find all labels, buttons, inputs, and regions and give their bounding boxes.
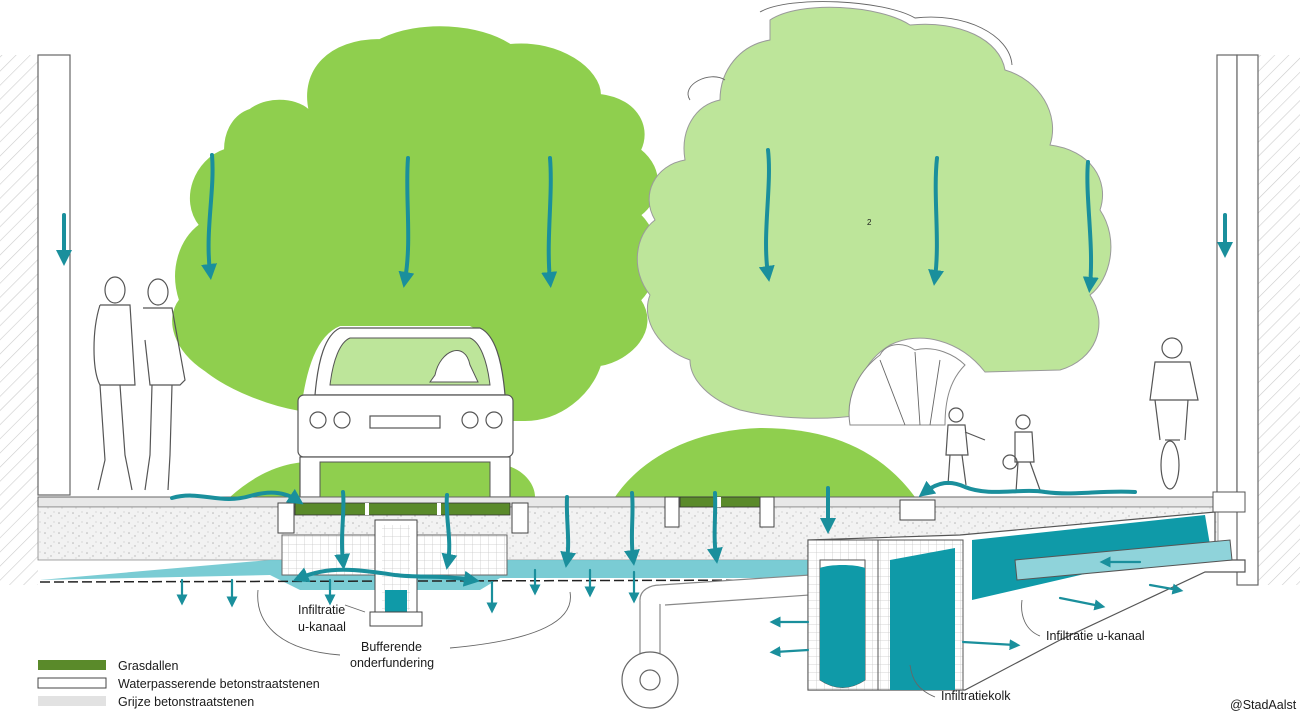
credit-text: @StadAalst bbox=[1230, 698, 1297, 712]
pedestrians bbox=[93, 276, 186, 491]
legend-swatch-grijze bbox=[38, 696, 106, 706]
tree-marker: 2 bbox=[867, 218, 872, 227]
legend-label-waterpasserende: Waterpasserende betonstraatstenen bbox=[118, 677, 320, 691]
tree-canopy-dark bbox=[172, 26, 658, 421]
car bbox=[297, 327, 514, 498]
children bbox=[945, 407, 1041, 493]
right-facade bbox=[1216, 54, 1238, 496]
label-infiltratie-ukanaal-right: Infiltratie u-kanaal bbox=[1046, 629, 1145, 643]
grasdallen-left bbox=[294, 502, 511, 516]
rain-arrows bbox=[56, 148, 1233, 293]
infiltratiekolk-system bbox=[621, 491, 1246, 709]
legend: Grasdallen Waterpasserende betonstraatst… bbox=[37, 659, 320, 709]
legend-swatch-grasdallen bbox=[38, 660, 106, 670]
tree-canopy-light bbox=[636, 6, 1112, 419]
label-infiltratie-ukanaal-left-1: Infiltratie bbox=[298, 603, 345, 617]
right-hatched-wall bbox=[1258, 55, 1300, 585]
green-mound bbox=[615, 428, 915, 497]
tree-trunk bbox=[848, 344, 966, 426]
legend-swatch-waterpasserende bbox=[37, 677, 107, 689]
legend-label-grijze: Grijze betonstraatstenen bbox=[118, 695, 254, 709]
label-bufferende-1: Bufferende bbox=[361, 640, 422, 654]
label-bufferende-2: onderfundering bbox=[350, 656, 434, 670]
cyclist bbox=[1149, 337, 1199, 490]
infiltration-arrows bbox=[176, 486, 1184, 658]
label-infiltratie-ukanaal-left-2: u-kanaal bbox=[298, 620, 346, 634]
left-facade bbox=[37, 54, 71, 496]
legend-label-grasdallen: Grasdallen bbox=[118, 659, 178, 673]
left-hatched-wall bbox=[0, 55, 38, 585]
label-infiltratiekolk: Infiltratiekolk bbox=[941, 689, 1011, 703]
